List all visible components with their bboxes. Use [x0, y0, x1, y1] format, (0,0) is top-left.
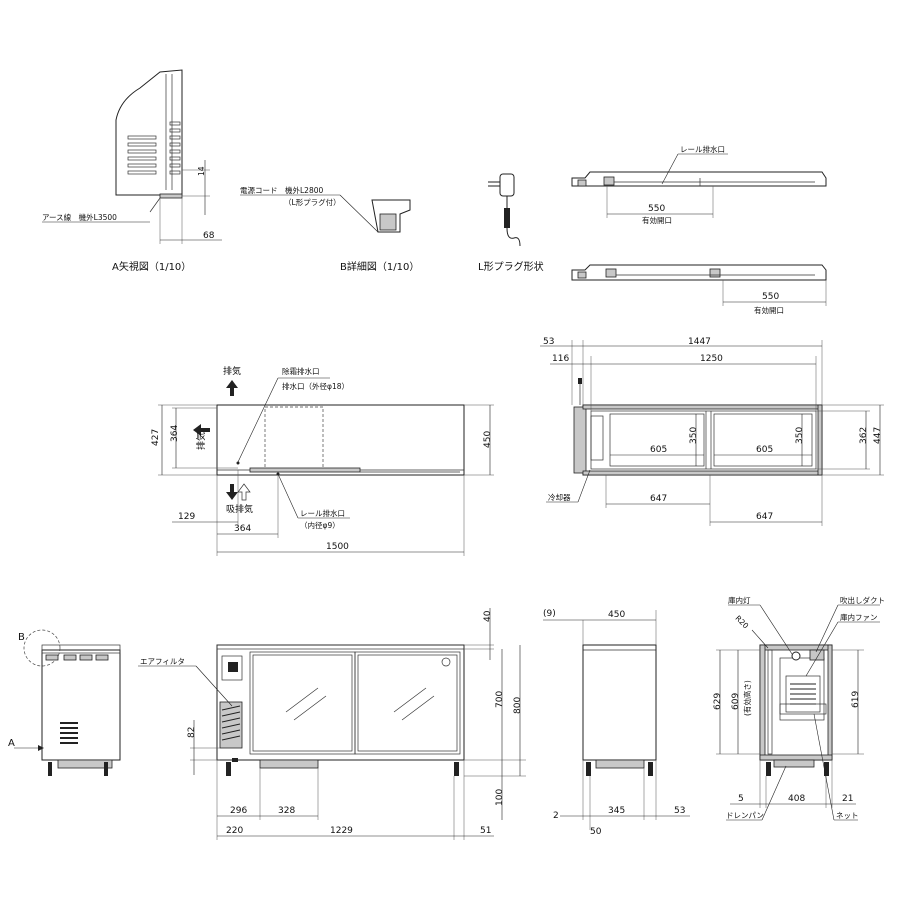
dim-1447: 1447 [688, 337, 711, 347]
dim-82: 82 [187, 727, 197, 738]
dim-1229: 1229 [330, 826, 353, 836]
top-drain-view: レール排水口 550 有効開口 [571, 144, 827, 225]
dim-609: 609 [731, 693, 741, 710]
dim-220: 220 [226, 826, 243, 836]
section-view: 庫内灯 吹出しダクト 庫内ファン R20 629 609 (有効高さ) 619 … [713, 595, 885, 821]
dim-5: 5 [738, 794, 744, 804]
dim-14: 14 [197, 166, 206, 176]
plug-shape-caption: L形プラグ形状 [478, 260, 544, 273]
dim-53-side: 53 [674, 806, 685, 816]
dim-9-paren: (9) [543, 609, 556, 619]
earth-wire-label: アース線 機外L3500 [42, 212, 117, 222]
dim-40: 40 [483, 610, 493, 622]
r20-label: R20 [734, 614, 751, 631]
dim-100: 100 [495, 789, 505, 806]
outlet-duct-label: 吹出しダクト [840, 595, 885, 605]
effective-height-label: (有効高さ) [742, 680, 752, 716]
dim-1250: 1250 [700, 354, 723, 364]
net-label: ネット [836, 811, 859, 820]
drain-outlet-label: 排水口（外径φ18） [282, 381, 349, 391]
dim-53-top: 53 [543, 337, 554, 347]
rail-drain-label-top: レール排水口 [680, 144, 725, 154]
dim-647-a: 647 [650, 494, 667, 504]
plan-right-view: 53 1447 116 1250 605 605 350 350 362 447… [540, 337, 884, 526]
cord-label: 電源コード 機外L2800 [240, 185, 323, 195]
dim-350-b: 350 [795, 427, 805, 444]
dim-362: 362 [859, 427, 869, 444]
top-eff-label: 有効開口 [642, 215, 672, 225]
dim-51: 51 [480, 826, 491, 836]
dim-364-h: 364 [234, 524, 251, 534]
mark-b: B [18, 632, 25, 643]
exhaust-side-label: 排気 [195, 432, 207, 450]
mark-a: A [8, 738, 15, 749]
b-detail: 電源コード 機外L2800 （L形プラグ付） B詳細図（1/10） [240, 185, 419, 273]
dim-447: 447 [873, 427, 883, 444]
dim-50: 50 [590, 827, 602, 837]
side-left-view: B A [8, 629, 121, 776]
defrost-drain-label: 除霜排水口 [282, 366, 320, 376]
bottom-eff-label: 有効開口 [754, 305, 784, 315]
air-filter-grille [221, 705, 241, 741]
dim-605-b: 605 [756, 445, 773, 455]
dim-700: 700 [495, 691, 505, 708]
bottom-dim-550: 550 [762, 292, 779, 302]
dim-350-a: 350 [689, 427, 699, 444]
dim-2: 2 [553, 811, 559, 821]
rail-drain-size: （内径φ9） [300, 520, 340, 530]
dim-345: 345 [608, 806, 625, 816]
dim-800: 800 [513, 697, 523, 714]
dim-605-a: 605 [650, 445, 667, 455]
vent-slots-side [60, 722, 78, 744]
interior-lamp-label: 庫内灯 [728, 595, 751, 605]
dim-364-v: 364 [170, 425, 180, 442]
dim-21: 21 [842, 794, 853, 804]
dim-619: 619 [851, 691, 861, 708]
dim-647-b: 647 [756, 512, 773, 522]
a-view-caption: A矢視図（1/10） [112, 260, 191, 273]
exhaust-top-label: 排気 [223, 365, 241, 377]
b-detail-caption: B詳細図（1/10） [340, 260, 419, 273]
bottom-drain-view: 550 有効開口 [571, 264, 827, 315]
dim-129: 129 [178, 512, 195, 522]
air-filter-label: エアフィルタ [140, 657, 185, 666]
dim-68: 68 [203, 231, 215, 241]
dim-629: 629 [713, 693, 723, 710]
plan-left-view: 排気 排気 吸排気 除霜排水口 排水口（外径φ18） レール排水口 （内径φ9）… [151, 365, 494, 556]
dim-450-side: 450 [608, 610, 625, 620]
rail-drain-label: レール排水口 [300, 508, 345, 518]
drain-pan-label: ドレンパン [726, 811, 764, 820]
plug-shape: L形プラグ形状 [478, 173, 544, 273]
dim-328: 328 [278, 806, 295, 816]
front-view: エアフィルタ 82 40 700 800 100 296 328 220 12 [138, 608, 526, 840]
side-mid-view: (9) 450 2 345 53 50 [543, 609, 690, 837]
a-view: アース線 機外L3500 14 68 A矢視図（1/10） [42, 69, 222, 273]
vent-slots-a [127, 121, 181, 175]
intake-exhaust-label: 吸排気 [226, 503, 253, 515]
cooler-label: 冷却器 [548, 492, 571, 502]
dim-1500: 1500 [326, 542, 349, 552]
dim-450-plan: 450 [483, 431, 493, 448]
plug-note: （L形プラグ付） [284, 197, 341, 207]
dim-427: 427 [151, 429, 161, 446]
interior-fan-label: 庫内ファン [840, 612, 878, 622]
dim-408: 408 [788, 794, 805, 804]
top-dim-550: 550 [648, 204, 665, 214]
dim-296: 296 [230, 806, 247, 816]
dim-116: 116 [552, 354, 569, 364]
